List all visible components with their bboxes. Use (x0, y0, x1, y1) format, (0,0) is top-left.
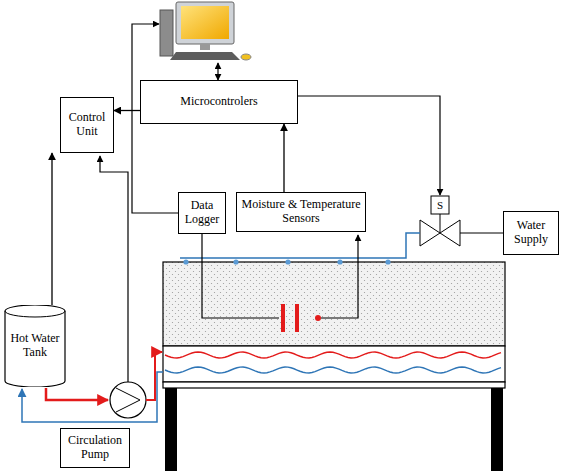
signal-arrow (283, 124, 284, 192)
data-link (217, 63, 218, 80)
base-plate (163, 382, 505, 388)
tank-rim (5, 311, 65, 317)
box-label: Microcontrolers (180, 95, 257, 109)
hot-water-flow (146, 352, 162, 400)
solenoid-letter: S (431, 196, 449, 214)
controller-box: Microcontrolers (140, 80, 298, 124)
control-box: Control Unit (60, 97, 114, 153)
table-leg (491, 388, 503, 471)
valve-stem (440, 214, 441, 233)
box-label: Data Logger (183, 199, 221, 227)
sensor-box: Moisture & Temperature Sensors (236, 192, 366, 232)
soil-bed (163, 262, 505, 346)
solenoid-valve (420, 196, 460, 246)
pc-stand (200, 44, 210, 50)
irrigation-pipe (180, 233, 420, 258)
box-label: Water Supply (508, 219, 554, 247)
pump-control-link (100, 156, 128, 382)
pc-mouse (241, 54, 251, 60)
valve-signal (298, 96, 440, 195)
pc-tower (160, 10, 173, 56)
pc-monitor (176, 2, 234, 44)
nozzle (285, 259, 290, 264)
hot-pipe-coil (165, 352, 501, 358)
tank-body (5, 305, 65, 387)
tank-cylinder: Hot Water Tank (4, 305, 66, 387)
pump-symbol (110, 382, 146, 418)
box-label: Circulation Pump (65, 434, 125, 462)
solenoid-box (431, 196, 449, 214)
nozzle (337, 259, 342, 264)
heating-layer (163, 346, 505, 382)
pc-screen (181, 6, 229, 39)
return-pipe-coil (165, 367, 501, 373)
electrode (295, 304, 299, 332)
hot-water-flow (46, 388, 108, 400)
supply-pipe (460, 233, 503, 234)
logger-box: Data Logger (178, 192, 226, 234)
sprinkler-nozzles (183, 259, 390, 264)
nozzle (233, 259, 238, 264)
signal-arrow (114, 110, 140, 111)
box-label: Control Unit (65, 111, 109, 139)
signal-arrow (51, 153, 52, 305)
sensor-wire (321, 235, 358, 318)
nozzle (385, 259, 390, 264)
box-label: Hot Water Tank (8, 332, 62, 360)
pump-impeller (116, 388, 140, 412)
supply-box: Water Supply (503, 211, 559, 255)
logger-wire (202, 234, 279, 318)
temperature-probe (315, 315, 321, 321)
box-label: Moisture & Temperature Sensors (241, 198, 361, 226)
valve-body (420, 220, 460, 246)
computer-icon (160, 2, 251, 60)
pump-label-box: Circulation Pump (60, 428, 130, 468)
electrode (281, 304, 285, 332)
table-leg (165, 388, 177, 471)
nozzle (183, 259, 188, 264)
pc-keyboard (170, 52, 240, 60)
